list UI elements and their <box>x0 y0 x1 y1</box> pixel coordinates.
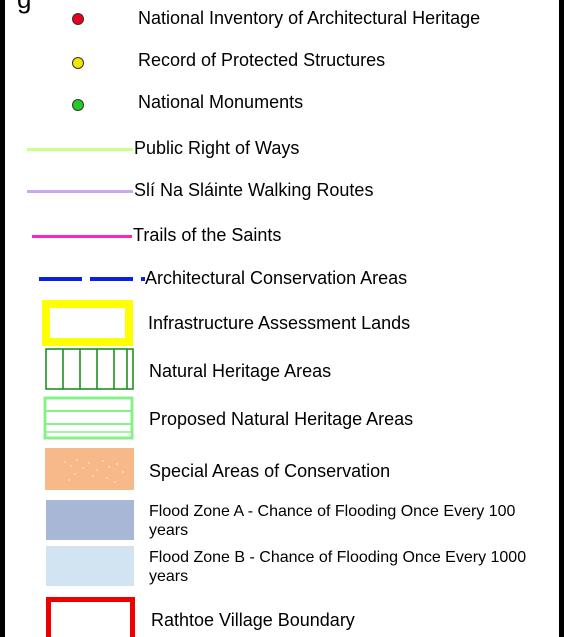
lavender-line-icon <box>27 190 133 193</box>
blue-grey-fill-box-icon <box>46 500 134 540</box>
legend-label-flood-a: Flood Zone A - Chance of Flooding Once E… <box>149 503 516 539</box>
legend-label-flood-b: Flood Zone B - Chance of Flooding Once E… <box>149 549 527 585</box>
light-blue-fill-box-icon <box>46 546 134 586</box>
light-green-horizontal-hatch-box-icon <box>43 396 134 440</box>
yellow-outline-box-icon <box>42 300 133 346</box>
light-green-line-icon <box>27 148 133 151</box>
yellow-point-marker-icon <box>69 54 85 70</box>
legend-label-infrastructure: Infrastructure Assessment Lands <box>148 313 411 333</box>
legend-label-sac: Special Areas of Conservation <box>149 461 391 481</box>
legend-label-rathtoe: Rathtoe Village Boundary <box>151 610 355 630</box>
legend-label-rights-of-way: Public Right of Ways <box>134 138 300 158</box>
red-point-marker-icon <box>69 10 85 26</box>
green-vertical-hatch-box-icon <box>45 348 134 390</box>
legend-label-nha: Natural Heritage Areas <box>149 361 332 381</box>
legend-heading-fragment: g <box>17 0 31 12</box>
legend-label-aca: Architectural Conservation Areas <box>145 268 408 288</box>
red-outline-box-icon <box>46 597 135 637</box>
orange-speckled-box-icon <box>45 448 134 490</box>
legend-label-rps: Record of Protected Structures <box>138 50 386 70</box>
legend-label-pnha: Proposed Natural Heritage Areas <box>149 409 414 429</box>
blue-dashed-line-icon <box>39 277 145 281</box>
magenta-line-icon <box>32 235 132 238</box>
legend-label-walking-routes: Slí Na Sláinte Walking Routes <box>134 180 374 200</box>
green-point-marker-icon <box>69 96 85 112</box>
legend-label-trails: Trails of the Saints <box>133 225 282 245</box>
legend-label-monuments: National Monuments <box>138 92 304 112</box>
legend-label-niah: National Inventory of Architectural Heri… <box>138 8 481 28</box>
